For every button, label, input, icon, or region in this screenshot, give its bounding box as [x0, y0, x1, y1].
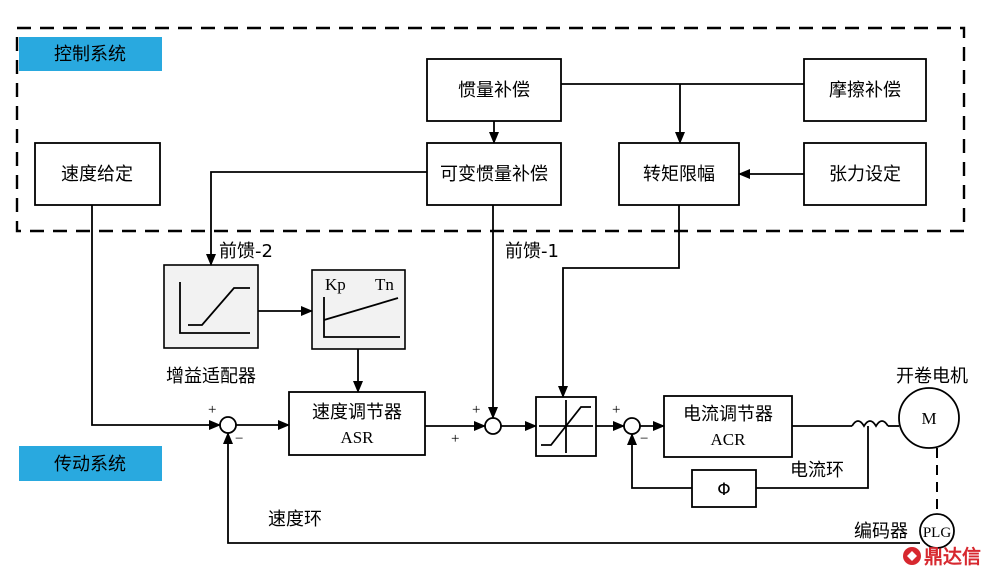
- kp-label: Kp: [325, 275, 346, 294]
- tn-label: Tn: [375, 275, 394, 294]
- svg-text:惯量补偿: 惯量补偿: [458, 80, 530, 101]
- sign-s1-minus: −: [235, 431, 243, 447]
- svg-text:速度调节器: 速度调节器: [312, 402, 402, 423]
- svg-text:张力设定: 张力设定: [829, 164, 901, 185]
- svg-text:速度给定: 速度给定: [61, 164, 133, 185]
- svg-text:PLG: PLG: [923, 525, 952, 541]
- svg-text:Φ: Φ: [717, 480, 730, 500]
- svg-text:M: M: [921, 409, 936, 428]
- control-system-header: 控制系统: [19, 37, 162, 71]
- sign-s3-minus: −: [640, 431, 648, 447]
- gain-adapter-block: [163, 264, 259, 349]
- inertia-compensation-block: 惯量补偿: [426, 58, 562, 122]
- watermark-logo: 鼎达信: [903, 545, 981, 568]
- svg-text:鼎达信: 鼎达信: [924, 545, 981, 568]
- current-regulator-acr-block: 电流调节器 ACR: [663, 395, 793, 458]
- svg-text:ASR: ASR: [340, 428, 374, 447]
- feedforward-2-label: 前馈-2: [219, 241, 273, 262]
- feedforward-summing-junction: [484, 417, 502, 435]
- sign-s1-plus: +: [208, 402, 216, 418]
- drive-system-header: 传动系统: [19, 446, 162, 481]
- signal-lines: [91, 83, 920, 544]
- torque-limit-block: 转矩限幅: [618, 142, 740, 206]
- sign-s2-plus-top: +: [472, 402, 480, 418]
- limiter-block: [535, 396, 597, 457]
- svg-text:ACR: ACR: [711, 430, 747, 449]
- friction-compensation-block: 摩擦补偿: [803, 58, 927, 122]
- control-system-header-label: 控制系统: [54, 44, 126, 65]
- speed-setpoint-block: 速度给定: [34, 142, 161, 206]
- phi-block: Φ: [691, 469, 757, 508]
- gain-adapter-caption: 增益适配器: [166, 366, 256, 387]
- speed-summing-junction: [219, 416, 237, 434]
- svg-text:可变惯量补偿: 可变惯量补偿: [440, 164, 548, 185]
- unwind-motor-caption: 开卷电机: [896, 366, 968, 387]
- feedforward-1-label: 前馈-1: [505, 241, 559, 262]
- current-summing-junction: [623, 417, 641, 435]
- sign-s3-plus: +: [612, 402, 620, 418]
- encoder-caption: 编码器: [854, 521, 908, 542]
- control-system-boundary: [15, 26, 966, 233]
- kp-tn-block: Kp Tn: [311, 269, 406, 350]
- unwind-motor: M: [898, 387, 960, 449]
- encoder-plg: PLG: [919, 513, 955, 549]
- tension-setpoint-block: 张力设定: [803, 142, 927, 206]
- svg-text:电流调节器: 电流调节器: [683, 404, 773, 425]
- sign-s2-plus-left: +: [451, 431, 459, 447]
- speed-loop-label: 速度环: [268, 509, 322, 530]
- speed-regulator-asr-block: 速度调节器 ASR: [288, 391, 426, 456]
- drive-system-header-label: 传动系统: [54, 454, 126, 475]
- svg-text:摩擦补偿: 摩擦补偿: [829, 80, 901, 101]
- current-loop-label: 电流环: [790, 460, 844, 481]
- svg-text:转矩限幅: 转矩限幅: [643, 164, 715, 185]
- variable-inertia-compensation-block: 可变惯量补偿: [426, 142, 562, 206]
